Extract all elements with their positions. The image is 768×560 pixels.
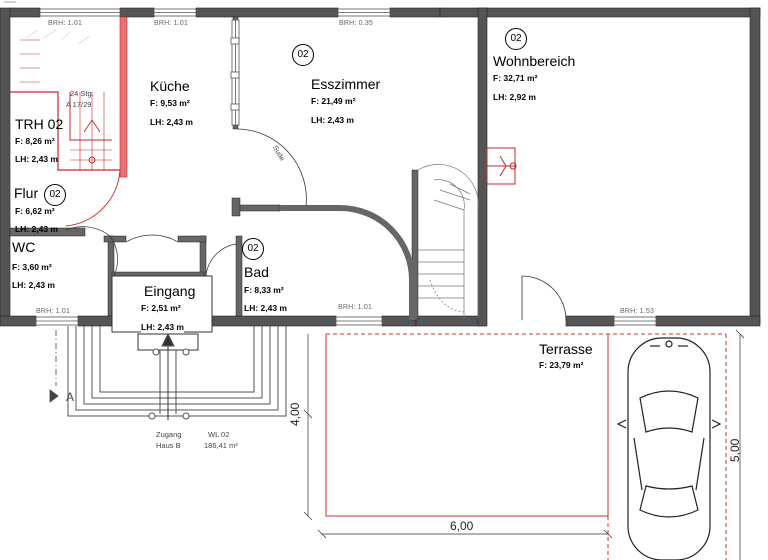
room-name-eingang: Eingang (142, 283, 198, 299)
brh-label: BRH: 1.01 (48, 20, 83, 27)
room-height-flur: LH: 2,43 m (15, 224, 58, 234)
wohn-stair-door (486, 147, 517, 185)
entrance-label-line1: Zugang (156, 430, 182, 439)
room-area-wohn: F: 32,71 m² (493, 73, 538, 83)
dimension-parking: 5,00 (728, 438, 742, 462)
brh-label: BRH: 1.53 (620, 308, 655, 315)
top-windows (39, 8, 391, 17)
stair-ratio: A 17/29 (66, 100, 92, 109)
car-icon (616, 337, 722, 560)
room-tag-flur: 02 (44, 184, 66, 206)
room-tag-wohn: 02 (505, 28, 527, 50)
room-area-kueche: F: 9,53 m² (150, 98, 190, 108)
room-area-bad: F: 8,33 m² (244, 285, 284, 295)
room-area-trh: F: 8,26 m² (15, 136, 55, 146)
dimension-lines (303, 329, 745, 560)
section-marker-label: A (66, 390, 75, 404)
door-swing-flur (65, 226, 111, 237)
brh-label: BRH: 1.01 (154, 20, 189, 27)
room-height-trh: LH: 2,43 m (15, 154, 58, 164)
room-height-bad: LH: 2,43 m (244, 303, 287, 313)
door-swing-bad (205, 243, 237, 277)
door-swing-terrasse (521, 275, 567, 321)
room-height-wc: LH: 2,43 m (12, 280, 55, 290)
room-area-terrasse: F: 23,79 m² (539, 360, 584, 370)
room-name-esszimmer: Esszimmer (311, 76, 381, 92)
room-area-esszimmer: F: 21,49 m² (311, 96, 356, 106)
exterior-walls (0, 7, 761, 327)
room-name-kueche: Küche (150, 78, 190, 94)
bottom-windows (35, 316, 657, 326)
brh-label: BRH: 1.01 (36, 308, 71, 315)
room-name-wohn: Wohnbereich (493, 53, 576, 69)
room-height-eingang: LH: 2,43 m (141, 322, 184, 333)
room-tag-bad: 02 (242, 238, 264, 260)
entrance-unit: WL 02 (208, 430, 230, 439)
door-swing-wc (109, 235, 118, 277)
room-area-eingang: F: 2,51 m² (141, 303, 181, 314)
interior-walls (9, 16, 419, 321)
spiral-staircase (417, 164, 479, 318)
room-area-wc: F: 3,60 m² (12, 262, 52, 272)
room-name-bad: Bad (244, 264, 269, 280)
entrance-label-line2: Haus B (156, 441, 181, 450)
room-tag-esszimmer: 02 (292, 44, 314, 66)
curved-wall (280, 205, 415, 320)
staircase-left (10, 16, 128, 227)
dimension-terrace-depth: 4,00 (288, 402, 302, 426)
door-swing-kueche (237, 128, 307, 207)
room-height-wohn: LH: 2,92 m (493, 92, 536, 102)
room-height-esszimmer: LH: 2,43 m (311, 115, 354, 125)
room-name-trh: TRH 02 (15, 116, 64, 132)
room-name-flur: Flur (14, 185, 39, 201)
stair-steps: 24 Stg. (70, 89, 94, 98)
terrace-outline (325, 333, 727, 560)
brh-label: BRH: 1.01 (338, 304, 373, 311)
door-swing-eingang (125, 234, 179, 243)
dimension-terrace-width: 6,00 (450, 519, 474, 533)
room-name-terrasse: Terrasse (539, 341, 593, 357)
entrance-area: 186,41 m² (204, 441, 238, 450)
brh-label: BRH: 0.35 (339, 20, 374, 27)
section-marker (49, 330, 59, 403)
room-area-flur: F: 6,62 m² (15, 206, 55, 216)
room-height-kueche: LH: 2,43 m (150, 117, 193, 127)
room-name-wc: WC (12, 239, 36, 255)
inner-window (230, 19, 240, 126)
